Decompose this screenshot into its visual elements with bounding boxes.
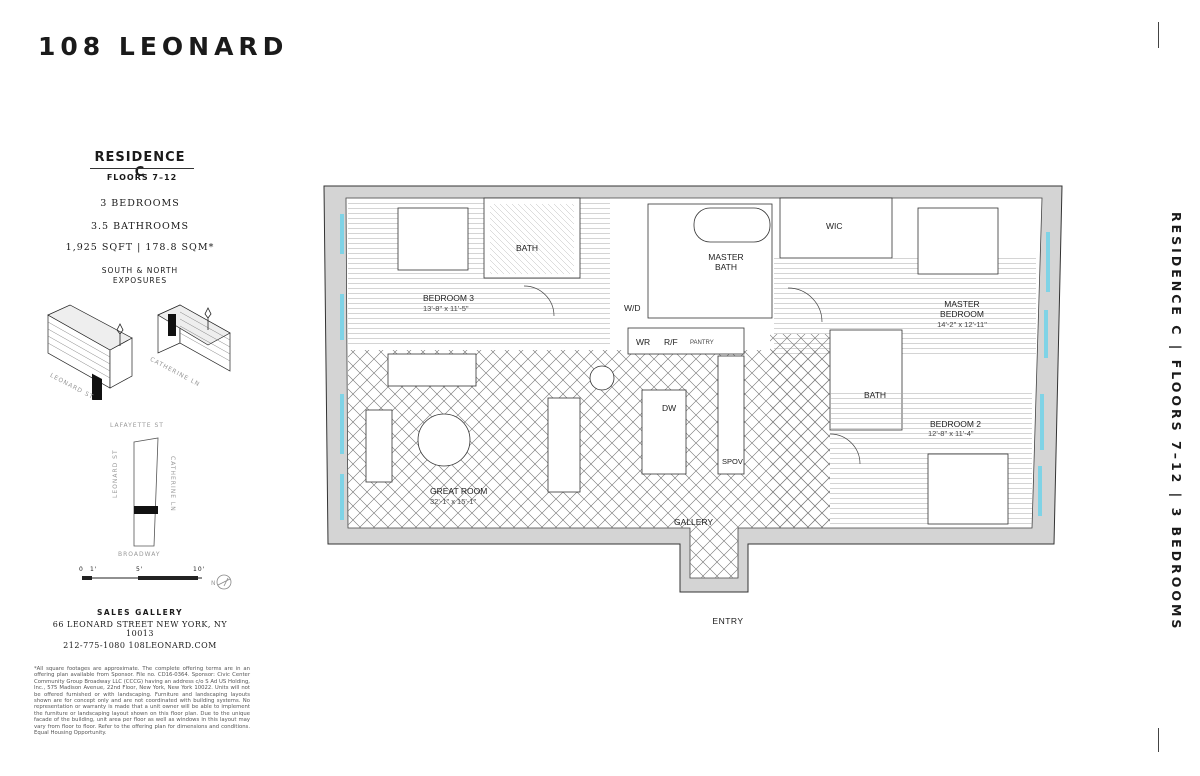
sofa-icon: [387, 353, 477, 387]
brand-logo: 108 LEONARD: [38, 32, 289, 61]
label-wr: WR: [636, 337, 650, 347]
label-master-bedroom-1: MASTER: [944, 299, 979, 309]
bed-3-icon: [397, 207, 469, 271]
building-footprint-marker: [134, 506, 158, 514]
label-bath: BATH: [516, 243, 538, 253]
bedrooms-count: 3 BEDROOMS: [100, 198, 180, 209]
floor-plan: BEDROOM 3 13'-8" x 11'-5" BATH MASTER BA…: [323, 185, 1063, 593]
label-wd: W/D: [624, 303, 641, 313]
kitchen-counter: [627, 327, 745, 355]
label-great-room: GREAT ROOM: [430, 486, 487, 496]
label-pantry: PANTRY: [690, 340, 714, 346]
walk-in-closet: [779, 197, 893, 259]
scale-zero: 0: [79, 566, 84, 573]
floors-label: FLOORS 7–12: [106, 173, 178, 182]
residence-title: RESIDENCE C: [94, 150, 186, 180]
label-wic: WIC: [826, 221, 843, 231]
street-lafayette: LAFAYETTE ST: [110, 422, 164, 429]
title-rule: [90, 168, 194, 169]
building-axonometric-illustration: [47, 304, 231, 400]
bathrooms-count: 3.5 BATHROOMS: [90, 221, 190, 232]
scale-five: 5': [136, 566, 144, 573]
vertical-title: RESIDENCE C | FLOORS 7–12 | 3 BEDROOMS: [1162, 212, 1190, 631]
dim-bedroom-3: 13'-8" x 11'-5": [423, 304, 469, 313]
label-gallery: GALLERY: [674, 517, 713, 527]
label-master-bath-1: MASTER: [708, 252, 743, 262]
label-bedroom-3: BEDROOM 3: [423, 293, 474, 303]
dim-great-room: 32'-1" x 15'-1": [430, 497, 476, 506]
sales-contact: 212-775-1080 108LEONARD.COM: [63, 641, 217, 650]
vertical-title-text: RESIDENCE C | FLOORS 7–12 | 3 BEDROOMS: [1169, 212, 1184, 632]
disclaimer-text: *All square footages are approximate. Th…: [34, 666, 250, 737]
bed-2-icon: [927, 453, 1009, 525]
site-plan-diagram: [133, 437, 159, 547]
area-label: 1,925 SQFT | 178.8 SQM*: [65, 242, 215, 253]
sales-heading: SALES GALLERY: [96, 608, 184, 617]
dim-master-bedroom: 14'-2" x 12'-11": [937, 320, 987, 329]
sales-address: 66 LEONARD STREET NEW YORK, NY 10013: [52, 620, 228, 638]
north-label: N: [211, 580, 217, 587]
scale-bar: [82, 574, 232, 590]
entry-label: ENTRY: [712, 616, 744, 626]
exposures-line-2: EXPOSURES: [112, 276, 168, 285]
master-bed-icon: [917, 207, 999, 275]
sales-gallery: SALES GALLERY 66 LEONARD STREET NEW YORK…: [40, 608, 240, 650]
round-table-icon: [417, 413, 471, 467]
entry-vestibule: [690, 528, 738, 578]
bottom-divider: [1158, 728, 1159, 752]
label-bath-2: BATH: [864, 390, 886, 400]
kitchen-island: [641, 389, 687, 475]
unit-highlight-north: [92, 373, 102, 400]
scale-one: 1': [90, 566, 98, 573]
dim-bedroom-2: 12'-8" x 11'-4": [928, 429, 974, 438]
chair-icon: [589, 365, 615, 391]
windows: [340, 214, 1050, 520]
street-catherine: CATHERINE LN: [169, 456, 176, 512]
label-spov: SPOV: [722, 457, 743, 466]
label-bedroom-2: BEDROOM 2: [930, 419, 981, 429]
street-broadway: BROADWAY: [118, 551, 161, 558]
scale-ten: 10': [193, 566, 206, 573]
dining-table-icon: [547, 397, 581, 493]
exposures-line-1: SOUTH & NORTH: [101, 266, 179, 275]
label-master-bedroom-2: BEDROOM: [940, 309, 984, 319]
label-master-bath-2: BATH: [715, 262, 737, 272]
side-sofa-icon: [365, 409, 393, 483]
kitchen-range: [717, 355, 745, 475]
label-rf: R/F: [664, 337, 678, 347]
top-divider: [1158, 22, 1159, 48]
bathtub-icon: [693, 207, 771, 243]
label-dw: DW: [662, 403, 676, 413]
street-leonard: LEONARD ST: [112, 449, 119, 498]
unit-highlight-south: [168, 314, 176, 336]
